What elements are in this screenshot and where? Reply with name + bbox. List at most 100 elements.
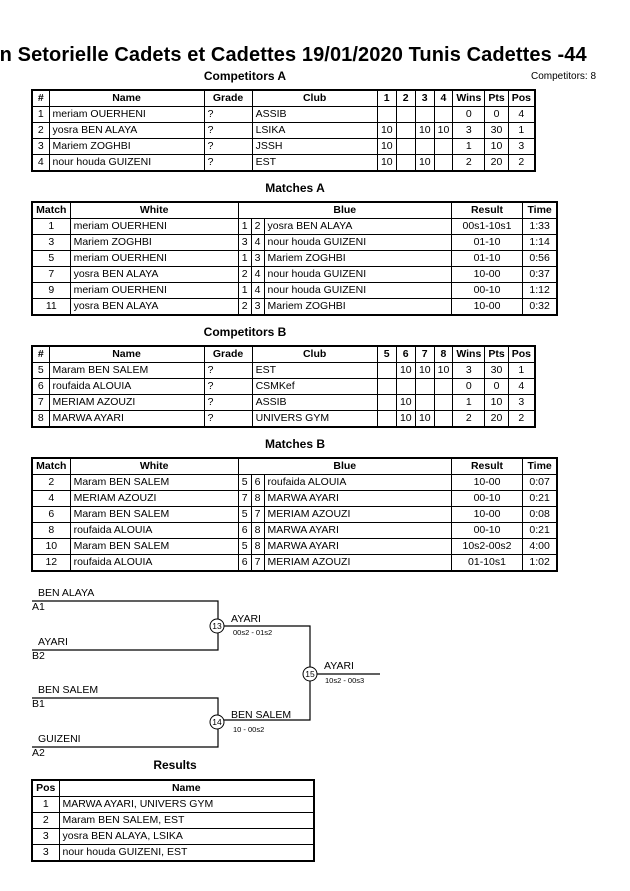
bracket-sf1-score: 00s2 - 01s2	[233, 628, 273, 637]
table-header-row: Match White Blue Result Time	[31, 201, 558, 219]
white-competitor: meriam OUERHENI	[69, 218, 239, 235]
score-cell	[376, 378, 397, 395]
competitor-number: 3	[31, 138, 50, 155]
blue-competitor: MERIAM AZOUZI	[263, 506, 452, 523]
competitor-points: 0	[484, 106, 509, 123]
match-result: 01-10s1	[450, 554, 524, 572]
col-header-white: White	[69, 457, 239, 475]
score-cell: 10	[376, 122, 397, 139]
result-position: 3	[31, 844, 60, 862]
competitor-club: ASSIB	[251, 106, 378, 123]
white-competitor: Maram BEN SALEM	[69, 506, 239, 523]
result-name: MARWA AYARI, UNIVERS GYM	[58, 796, 315, 813]
col-header-name: Name	[48, 345, 205, 363]
score-cell	[433, 106, 454, 123]
col-header-opponent: 3	[414, 89, 435, 107]
col-header-pts: Pts	[484, 89, 509, 107]
col-header-blue: Blue	[237, 457, 452, 475]
bracket-sf1-bottom-name: AYARI	[38, 636, 68, 648]
competitor-grade: ?	[203, 378, 253, 395]
competitor-grade: ?	[203, 410, 253, 428]
final-bracket: BEN ALAYA A1 AYARI B2 13 AYARI 00s2 - 01…	[0, 580, 630, 760]
blue-competitor: MARWA AYARI	[263, 522, 452, 539]
competitor-position: 3	[507, 138, 536, 155]
bracket-match-number: 15	[305, 669, 315, 679]
blue-competitor: Mariem ZOGHBI	[263, 250, 452, 267]
blue-competitor: MARWA AYARI	[263, 538, 452, 555]
competitor-points: 10	[484, 394, 509, 411]
white-competitor: meriam OUERHENI	[69, 282, 239, 299]
col-header-grade: Grade	[203, 89, 253, 107]
competitor-number: 7	[31, 394, 50, 411]
score-cell	[395, 122, 416, 139]
competitor-position: 3	[507, 394, 536, 411]
competitor-name: Maram BEN SALEM	[48, 362, 205, 379]
match-time: 0:21	[522, 522, 558, 539]
competitor-position: 1	[507, 122, 536, 139]
col-header-num: #	[31, 345, 50, 363]
result-name: nour houda GUIZENI, EST	[58, 844, 315, 862]
score-cell	[395, 154, 416, 172]
competitor-position: 1	[507, 362, 536, 379]
match-time: 1:14	[522, 234, 558, 251]
score-cell	[433, 154, 454, 172]
section-title-competitors-b: Competitors B	[203, 325, 287, 339]
blue-competitor: nour houda GUIZENI	[263, 282, 452, 299]
white-seed: 5	[237, 506, 252, 523]
match-time: 4:00	[522, 538, 558, 555]
competitors-a-table: # Name Grade Club 1 2 3 4 Wins Pts Pos 1…	[31, 89, 536, 172]
white-competitor: roufaida ALOUIA	[69, 522, 239, 539]
section-title-competitors-a: Competitors A	[203, 69, 287, 83]
competitor-position: 4	[507, 378, 536, 395]
blue-competitor: nour houda GUIZENI	[263, 266, 452, 283]
result-name: yosra BEN ALAYA, LSIKA	[58, 828, 315, 845]
competitor-wins: 2	[452, 154, 486, 172]
result-position: 2	[31, 812, 60, 829]
score-cell	[395, 378, 416, 395]
blue-seed: 3	[250, 298, 265, 316]
col-header-pts: Pts	[484, 345, 509, 363]
match-number: 2	[31, 474, 71, 491]
score-cell	[433, 394, 454, 411]
bracket-sf1-bottom-seed: B2	[32, 650, 45, 662]
page-title: in Setorielle Cadets et Cadettes 19/01/2…	[0, 44, 587, 66]
table-header-row: # Name Grade Club 5 6 7 8 Wins Pts Pos	[31, 345, 536, 363]
competitor-grade: ?	[203, 138, 253, 155]
white-competitor: yosra BEN ALAYA	[69, 266, 239, 283]
score-cell: 10	[414, 410, 435, 428]
bracket-lines	[32, 600, 380, 748]
col-header-pos: Pos	[31, 779, 60, 797]
match-number: 7	[31, 266, 71, 283]
col-header-club: Club	[251, 345, 378, 363]
col-header-result: Result	[450, 201, 524, 219]
bracket-final-winner: AYARI	[324, 660, 354, 672]
match-result: 10-00	[450, 474, 524, 491]
score-cell: 10	[376, 138, 397, 155]
score-cell: 10	[433, 362, 454, 379]
white-seed: 5	[237, 474, 252, 491]
score-cell	[414, 378, 435, 395]
match-number: 4	[31, 490, 71, 507]
competitor-position: 2	[507, 410, 536, 428]
bracket-final-score: 10s2 - 00s3	[325, 676, 365, 685]
competitor-club: EST	[251, 154, 378, 172]
bracket-sf2-winner: BEN SALEM	[231, 709, 292, 721]
col-header-opponent: 2	[395, 89, 416, 107]
bracket-match-number: 14	[212, 717, 222, 727]
competitor-name: MERIAM AZOUZI	[48, 394, 205, 411]
score-cell	[414, 106, 435, 123]
match-result: 00-10	[450, 490, 524, 507]
competitor-grade: ?	[203, 362, 253, 379]
score-cell	[376, 394, 397, 411]
competitor-points: 20	[484, 154, 509, 172]
